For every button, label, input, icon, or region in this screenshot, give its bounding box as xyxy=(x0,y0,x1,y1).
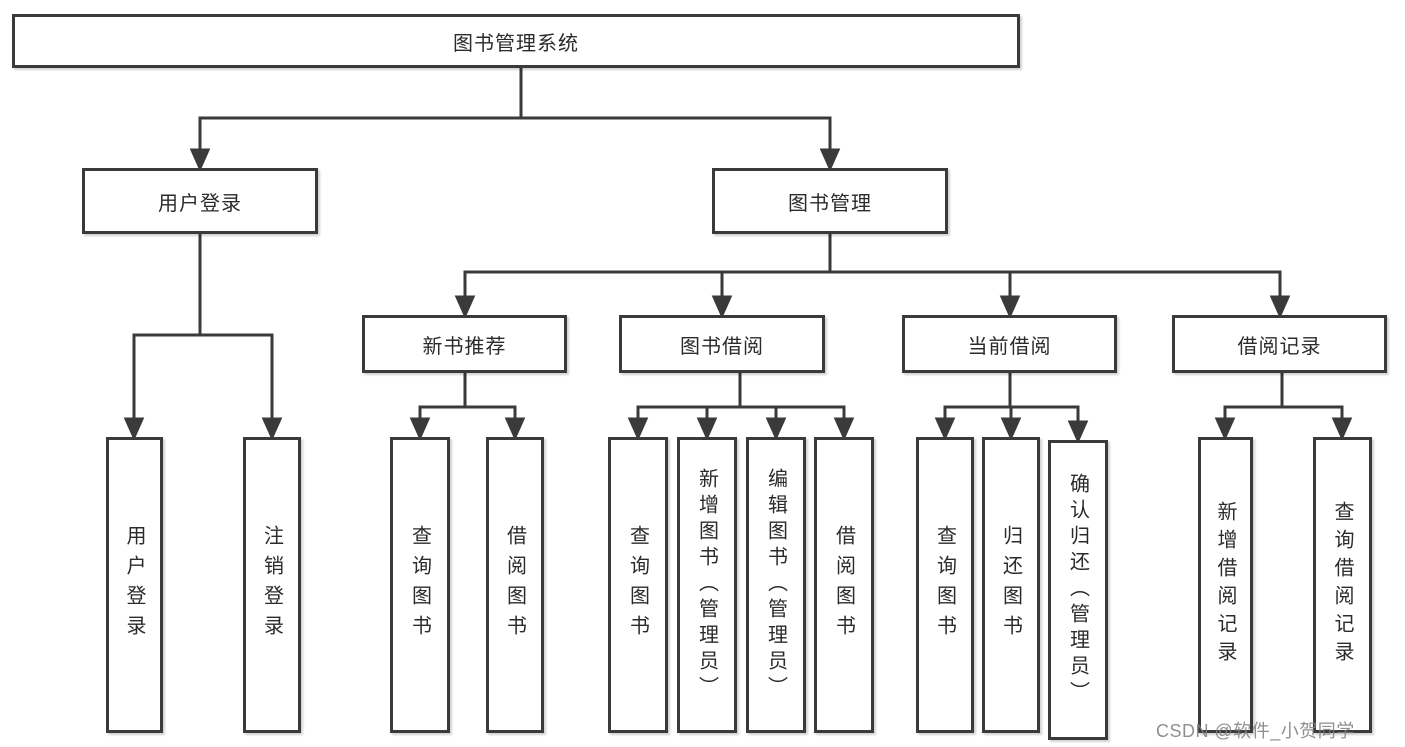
leaf-user-login-label: 用户登录 xyxy=(123,525,145,645)
node-user-login: 用户登录 xyxy=(82,168,318,234)
leaf-records-query-record-label: 查询借阅记录 xyxy=(1331,501,1353,669)
node-new-book-recommend: 新书推荐 xyxy=(362,315,567,373)
node-new-book-recommend-label: 新书推荐 xyxy=(422,335,507,358)
watermark: CSDN @软件_小贺同学 xyxy=(1156,721,1355,741)
leaf-recommend-borrow-books-label: 借阅图书 xyxy=(503,525,526,645)
leaf-current-query-books: 查询图书 xyxy=(916,437,974,733)
node-user-login-label: 用户登录 xyxy=(158,192,242,215)
leaf-logout: 注销登录 xyxy=(243,437,301,733)
leaf-borrowing-query-books-label: 查询图书 xyxy=(626,525,649,645)
leaf-current-return-books: 归还图书 xyxy=(982,437,1040,733)
leaf-borrowing-borrow-books: 借阅图书 xyxy=(814,437,874,733)
leaf-user-login: 用户登录 xyxy=(106,437,163,733)
leaf-recommend-query-books-label: 查询图书 xyxy=(408,525,431,645)
node-book-borrowing-label: 图书借阅 xyxy=(680,335,764,358)
leaf-current-query-books-label: 查询图书 xyxy=(933,525,956,645)
leaf-records-add-record-label: 新增借阅记录 xyxy=(1214,501,1236,669)
leaf-borrowing-add-books: 新增图书（管理员） xyxy=(677,437,737,733)
leaf-borrowing-add-books-label: 新增图书（管理员） xyxy=(695,468,718,702)
leaf-records-add-record: 新增借阅记录 xyxy=(1198,437,1253,733)
leaf-records-query-record: 查询借阅记录 xyxy=(1313,437,1372,733)
node-current-borrowing: 当前借阅 xyxy=(902,315,1117,373)
node-root-label: 图书管理系统 xyxy=(453,32,579,55)
leaf-borrowing-edit-books-label: 编辑图书（管理员） xyxy=(764,468,787,702)
leaf-borrowing-edit-books: 编辑图书（管理员） xyxy=(746,437,806,733)
leaf-current-confirm-return-label: 确认归还（管理员） xyxy=(1066,473,1089,707)
leaf-borrowing-query-books: 查询图书 xyxy=(608,437,668,733)
leaf-borrowing-borrow-books-label: 借阅图书 xyxy=(832,525,855,645)
node-root: 图书管理系统 xyxy=(12,14,1020,68)
node-book-borrowing: 图书借阅 xyxy=(619,315,825,373)
node-book-management: 图书管理 xyxy=(712,168,948,234)
leaf-recommend-query-books: 查询图书 xyxy=(390,437,450,733)
leaf-current-return-books-label: 归还图书 xyxy=(999,525,1022,645)
node-borrowing-records: 借阅记录 xyxy=(1172,315,1387,373)
node-borrowing-records-label: 借阅记录 xyxy=(1237,335,1322,358)
leaf-current-confirm-return: 确认归还（管理员） xyxy=(1048,440,1108,740)
leaf-logout-label: 注销登录 xyxy=(260,525,283,645)
node-book-management-label: 图书管理 xyxy=(788,192,872,215)
node-current-borrowing-label: 当前借阅 xyxy=(967,335,1052,358)
leaf-recommend-borrow-books: 借阅图书 xyxy=(486,437,544,733)
